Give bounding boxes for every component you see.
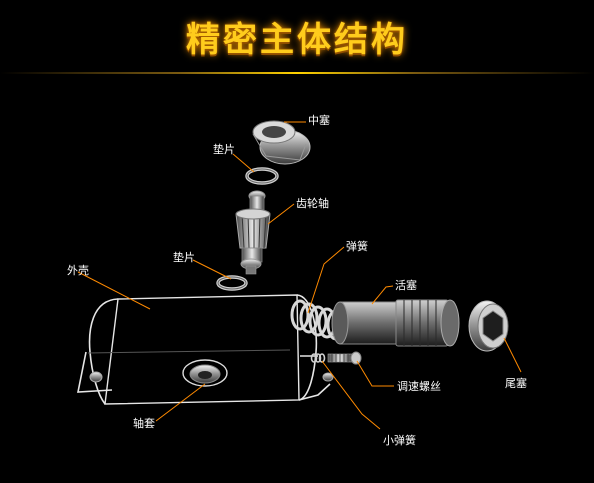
leader-bushing [155,383,206,422]
leader-gear-shaft [267,203,295,225]
label-bushing: 轴套 [133,417,155,430]
label-shell: 外壳 [67,264,89,277]
speed-screw-part [327,351,362,365]
leader-piston [371,285,394,305]
leader-shell [77,271,151,310]
small-spring-part [310,353,326,363]
piston-part [331,299,460,347]
leader-gasket-bottom [192,259,232,280]
leader-speed-screw [356,360,394,387]
diagram-title: 精密主体结构 [186,20,408,60]
leader-end-plug [503,337,522,373]
label-spring: 弹簧 [346,240,368,253]
leader-small-spring [321,360,381,430]
shell-foot [89,371,334,383]
leader-gasket-top [232,153,255,173]
end-plug-part [468,300,509,352]
leader-lines [77,121,522,430]
label-gasket-bottom: 垫片 [173,251,195,264]
gasket-bottom-part [216,275,248,291]
bushing-part [182,359,228,387]
middle-plug-part [252,120,311,165]
gear-shaft-part [235,190,271,275]
label-gear-shaft: 齿轮轴 [296,197,329,210]
label-speed-screw: 调速螺丝 [397,380,441,393]
label-middle-plug: 中塞 [308,114,330,127]
label-end-plug: 尾塞 [505,377,527,390]
gasket-top-part [245,167,279,185]
label-small-spring: 小弹簧 [383,434,416,447]
label-gasket-top: 垫片 [213,143,235,156]
title-divider [0,72,594,74]
label-piston: 活塞 [395,279,417,292]
leader-spring [307,246,345,314]
shell-part [77,294,331,405]
